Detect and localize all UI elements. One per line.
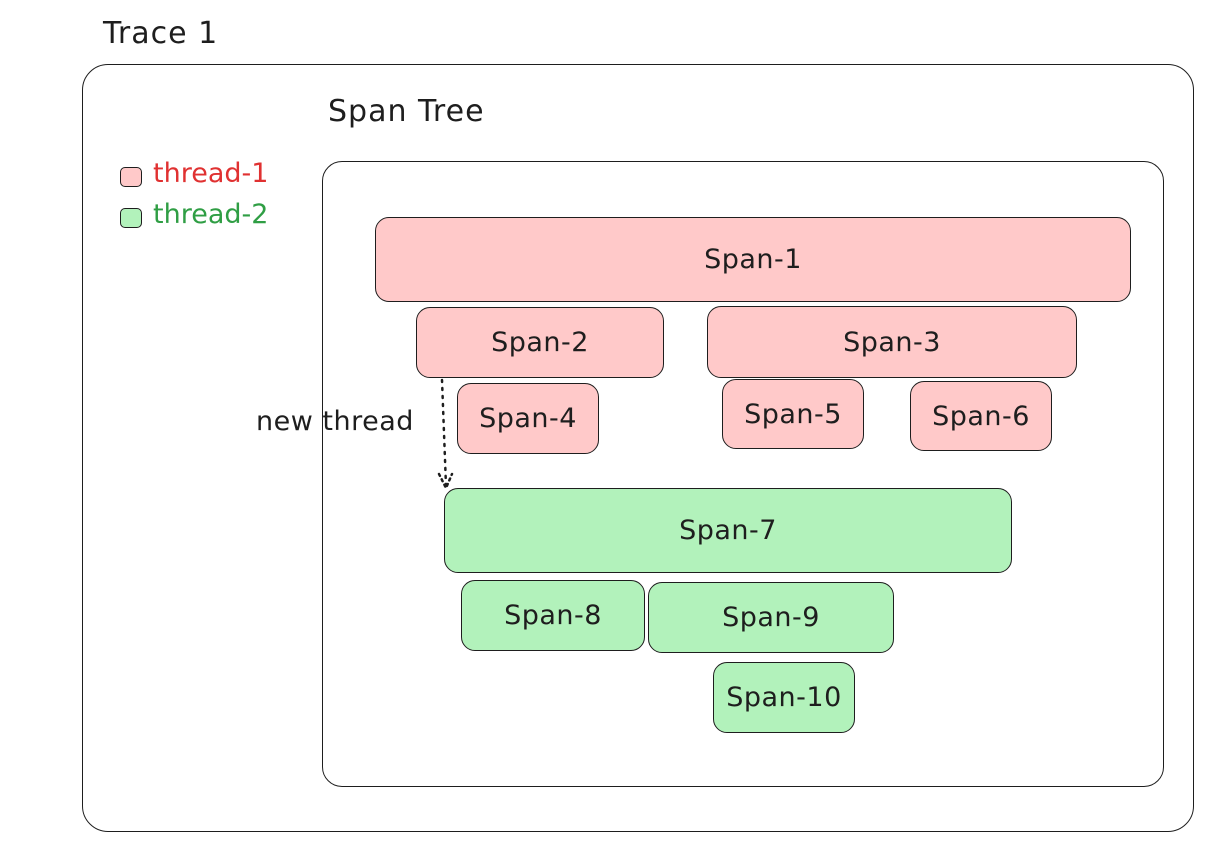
span-7-box: Span-7 <box>444 488 1012 573</box>
span-6-label: Span-6 <box>932 400 1030 432</box>
span-tree-frame <box>322 161 1164 787</box>
span-10-box: Span-10 <box>713 662 855 733</box>
span-tree-title: Span Tree <box>328 94 485 129</box>
span-5-box: Span-5 <box>722 379 864 449</box>
legend-swatch-thread-2 <box>120 208 142 228</box>
span-2-box: Span-2 <box>416 307 664 378</box>
span-9-box: Span-9 <box>648 582 894 653</box>
span-1-label: Span-1 <box>704 244 802 275</box>
span-3-label: Span-3 <box>843 326 941 358</box>
span-1-box: Span-1 <box>375 217 1131 302</box>
legend-label-thread-1: thread-1 <box>153 158 269 189</box>
legend-swatch-thread-1 <box>120 167 142 187</box>
span-9-label: Span-9 <box>722 602 820 633</box>
span-10-label: Span-10 <box>726 682 842 713</box>
span-5-label: Span-5 <box>744 398 842 430</box>
span-8-box: Span-8 <box>461 580 645 651</box>
trace-title: Trace 1 <box>103 16 219 51</box>
span-7-label: Span-7 <box>679 515 777 546</box>
new-thread-arrow <box>437 378 454 490</box>
span-4-label: Span-4 <box>479 403 577 434</box>
span-8-label: Span-8 <box>504 600 602 631</box>
legend-label-thread-2: thread-2 <box>153 199 269 230</box>
span-4-box: Span-4 <box>457 383 599 454</box>
span-2-label: Span-2 <box>491 327 589 358</box>
trace-frame <box>82 64 1194 832</box>
span-6-box: Span-6 <box>910 381 1052 451</box>
span-3-box: Span-3 <box>707 306 1077 378</box>
new-thread-label: new thread <box>256 406 414 437</box>
